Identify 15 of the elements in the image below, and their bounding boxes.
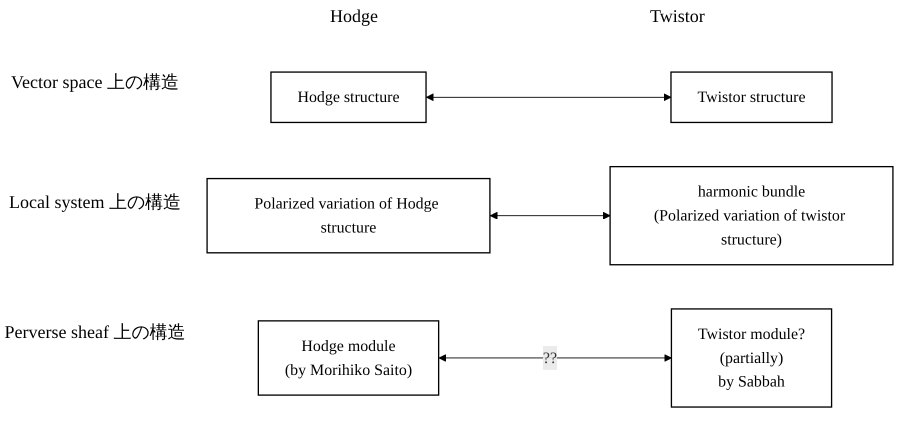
node-box: Twistor module? (partially) by Sabbah [670,308,832,408]
column-heading: Twistor [650,6,705,27]
node-box: Polarized variation of Hodge structure [206,178,491,254]
arrow [490,212,610,220]
row-heading: Vector space 上の構造 [10,71,180,94]
row-heading: Local system 上の構造 [8,191,182,214]
edge-label: ?? [542,349,558,367]
node-box: Twistor structure [670,72,833,124]
arrow [426,94,672,102]
arrow [438,354,672,362]
column-heading: Hodge [330,6,378,27]
node-box: Hodge structure [270,72,427,124]
node-box: harmonic bundle (Polarized variation of twistor structure) [609,166,894,266]
node-box: Hodge module (by Morihiko Saito) [258,320,440,396]
row-heading: Perverse sheaf 上の構造 [4,321,186,344]
